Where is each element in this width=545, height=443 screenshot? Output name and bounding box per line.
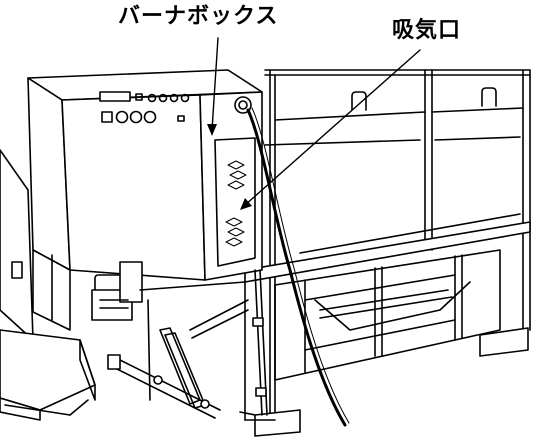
- hose: [246, 108, 347, 427]
- leader-burner-box: [211, 37, 219, 131]
- leader-lines: [211, 37, 421, 206]
- lower-machinery: [32, 249, 268, 419]
- left-foreground-unit: [0, 149, 96, 421]
- burner-box: [27, 69, 263, 281]
- arrowhead-air-intake: [240, 198, 252, 210]
- arrowhead-burner-box: [207, 124, 217, 136]
- leader-air-intake: [244, 49, 421, 206]
- vent-mesh-upper: [227, 160, 247, 190]
- callout-burner-box: バーナボックス: [118, 4, 279, 29]
- callout-air-intake: 吸気口: [392, 18, 462, 43]
- vent-mesh-lower: [225, 217, 245, 247]
- main-frame: [239, 69, 531, 437]
